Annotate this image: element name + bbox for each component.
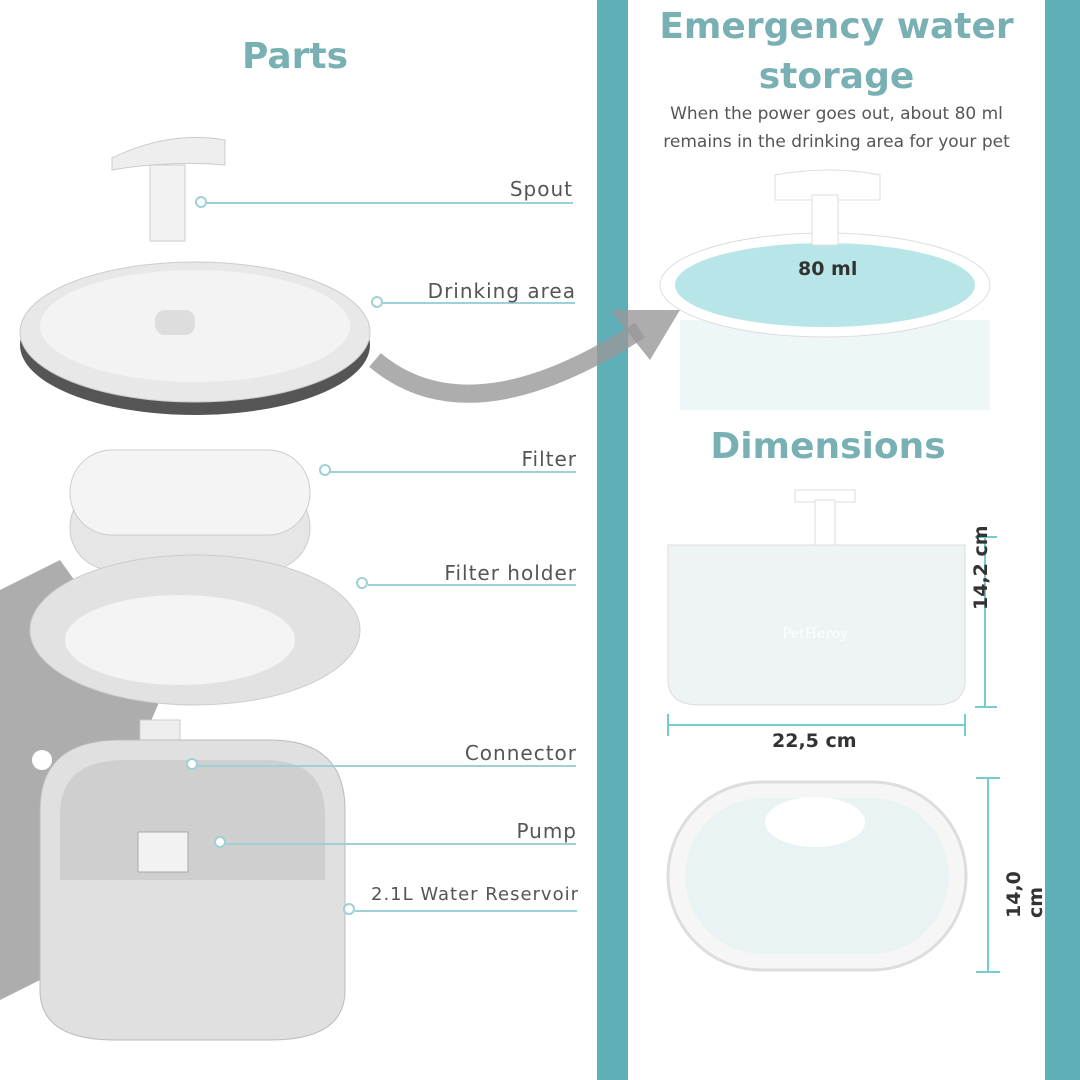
filter-dot [319,464,331,476]
width-label: 22,5 cm [772,730,857,752]
top-view-image [666,777,1000,973]
filter-holder-dot [356,577,368,589]
spout-leader [205,202,573,204]
parts-title: Parts [241,36,349,77]
filter-holder-part [29,554,361,706]
filter-part [69,449,311,571]
emergency-fountain-image [659,169,991,410]
spout-dot [195,196,207,208]
emergency-title-line1: Emergency water [659,6,1014,47]
label-filter: Filter [521,447,577,471]
reservoir-part [39,719,346,1041]
filter-holder-leader [368,584,576,586]
emergency-desc-line2: remains in the drinking area for your pe… [663,132,1010,152]
filter-leader [330,471,576,473]
drinking-area-leader [383,302,575,304]
label-connector: Connector [464,741,577,765]
spout-part [111,136,226,242]
pump-leader [225,843,576,845]
connector-leader [196,765,576,767]
label-reservoir: 2.1L Water Reservoir [371,884,579,905]
front-view-image [667,489,997,736]
height-label: 14,2 cm [970,525,992,610]
label-pump: Pump [516,819,577,843]
reservoir-dot [343,903,355,915]
right-teal-border [1045,0,1080,1080]
volume-label: 80 ml [798,258,858,280]
emergency-desc-line1: When the power goes out, about 80 ml [670,104,1003,124]
brand-label: PetHeroy [782,626,849,642]
dimensions-title: Dimensions [710,426,946,467]
drinking-area-part [19,261,371,415]
drinking-area-dot [371,296,383,308]
label-filter-holder: Filter holder [444,561,577,585]
emergency-title-line2: storage [758,56,915,97]
depth-label: 14,0 cm [1003,871,1047,918]
connector-dot [186,758,198,770]
reservoir-leader [355,910,577,912]
label-spout: Spout [509,177,573,201]
label-drinking-area: Drinking area [427,279,576,303]
left-teal-border [597,0,628,1080]
pump-dot [214,836,226,848]
